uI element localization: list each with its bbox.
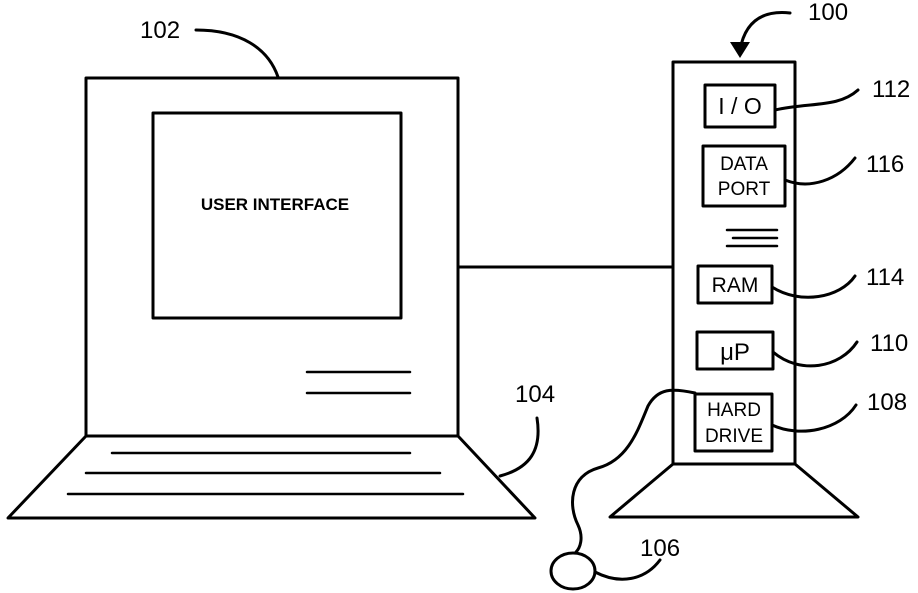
ref-label-104: 104 [515, 381, 555, 408]
leader-line-112 [775, 90, 858, 110]
data-port-label-line1: DATA [720, 154, 768, 175]
hard-drive-label-line2: DRIVE [705, 426, 763, 447]
mouse-cable [573, 390, 695, 552]
ref-label-108: 108 [867, 389, 907, 416]
ref-label-110: 110 [870, 330, 908, 357]
microprocessor-label: μP [720, 339, 750, 366]
tower-base [610, 464, 858, 517]
ref-label-112: 112 [872, 76, 910, 103]
leader-line-110 [773, 342, 857, 366]
ref-label-116: 116 [866, 151, 904, 178]
ref-label-102: 102 [140, 17, 180, 44]
ref-label-114: 114 [866, 264, 904, 291]
io-label: I / O [718, 93, 761, 119]
leader-line-108 [772, 405, 856, 431]
leader-line-104 [500, 418, 538, 476]
arrowhead-100 [730, 42, 750, 58]
hard-drive-label-line1: HARD [707, 400, 761, 421]
leader-line-102 [196, 30, 278, 77]
data-port-label-line2: PORT [718, 179, 771, 200]
computer-tower: I / O DATA PORT RAM μP HARD DRIVE [610, 62, 858, 517]
keyboard-outline [8, 436, 535, 518]
ref-label-106: 106 [640, 535, 680, 562]
mouse [551, 553, 595, 589]
leader-line-106 [595, 560, 660, 579]
monitor-screen [153, 113, 401, 318]
screen-label: USER INTERFACE [201, 195, 349, 214]
keyboard [8, 436, 535, 518]
monitor: USER INTERFACE [86, 78, 458, 436]
ram-label: RAM [712, 274, 759, 297]
ref-label-100: 100 [808, 0, 848, 26]
leader-line-114 [772, 276, 855, 297]
